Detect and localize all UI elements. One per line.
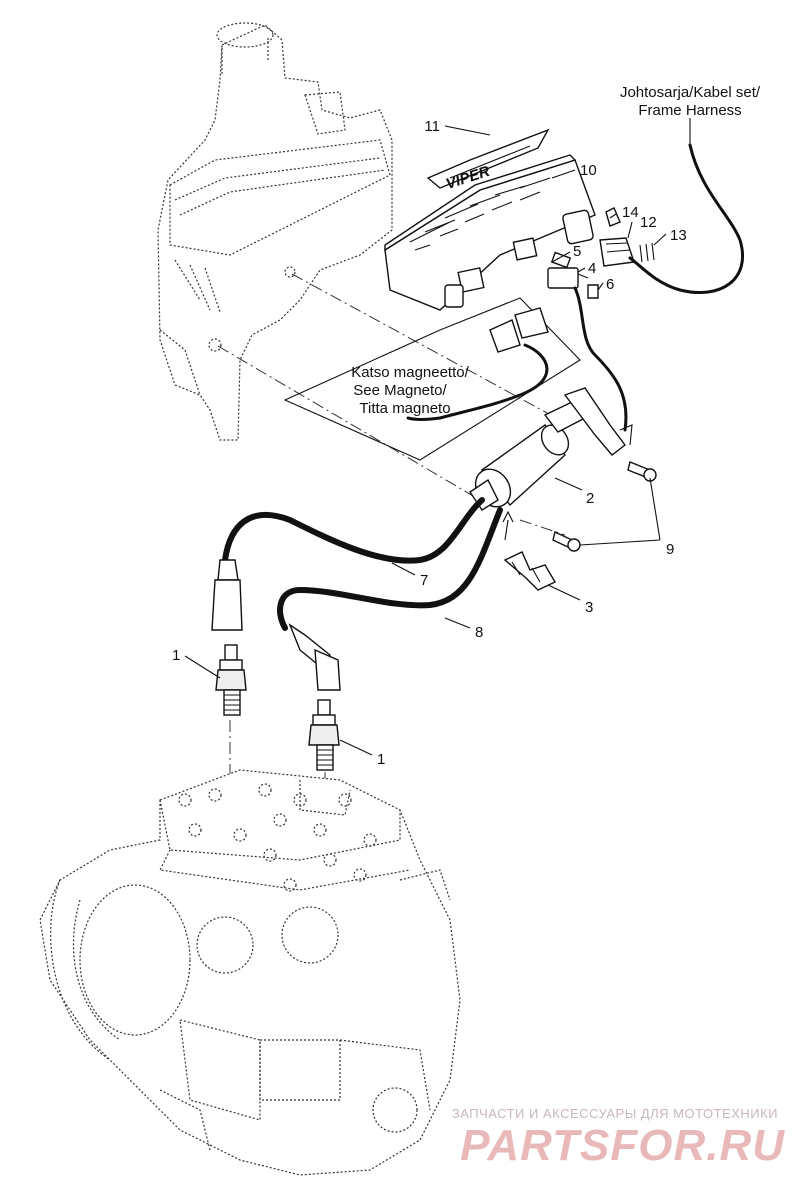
clip-3 [502, 510, 556, 591]
small-connectors [547, 207, 655, 299]
callout-7: 7 [420, 572, 428, 589]
watermark: ЗАПЧАСТИ И АКСЕССУАРЫ ДЛЯ МОТОТЕХНИКИ PA… [452, 1106, 785, 1170]
watermark-brand: PARTSFOR.RU [460, 1121, 785, 1170]
magneto-reference-box [283, 297, 581, 461]
ignition-coil [469, 387, 633, 511]
connector-12 [599, 237, 635, 267]
ht-leads [222, 497, 503, 631]
callout-3: 3 [585, 599, 593, 616]
spark-plugs [215, 644, 340, 771]
callout-8: 8 [475, 624, 483, 641]
callout-1-left: 1 [172, 647, 180, 664]
connector-4 [547, 267, 579, 289]
magneto-label-line-2: See Magneto/ [353, 382, 447, 399]
ht-lead-8 [277, 507, 503, 631]
callout-1-right: 1 [377, 751, 385, 768]
callout-2: 2 [586, 490, 594, 507]
screws [552, 461, 657, 552]
callout-14: 14 [622, 204, 639, 221]
callout-10: 10 [580, 162, 597, 179]
callout-4: 4 [588, 260, 596, 277]
callout-5: 5 [573, 243, 581, 260]
cdi-module [384, 154, 596, 311]
leader-lines [184, 118, 691, 756]
oil-tank-ghost [157, 22, 393, 441]
callout-13: 13 [670, 227, 687, 244]
callout-labels: Johtosarja/Kabel set/ Frame Harness Kats… [172, 84, 761, 768]
plug-caps [211, 559, 341, 691]
callout-6: 6 [606, 276, 614, 293]
callout-12: 12 [640, 214, 657, 231]
engine-ghost [39, 769, 461, 1176]
frame-harness-wire [573, 143, 744, 432]
harness-label-line-2: Frame Harness [638, 102, 741, 119]
pin-6 [587, 284, 599, 299]
callout-11: 11 [424, 118, 440, 135]
harness-label-line-1: Johtosarja/Kabel set/ [620, 84, 761, 101]
pins-13 [639, 242, 655, 263]
ht-lead-7 [222, 497, 485, 564]
watermark-tagline: ЗАПЧАСТИ И АКСЕССУАРЫ ДЛЯ МОТОТЕХНИКИ [452, 1106, 778, 1121]
clip-14 [605, 207, 621, 227]
magneto-label-line-1: Katso magneetto/ [351, 364, 469, 381]
coil-bracket [563, 387, 626, 456]
magneto-label-line-3: Titta magneto [359, 400, 450, 417]
terminal-5 [550, 251, 572, 269]
callout-9: 9 [666, 541, 674, 558]
